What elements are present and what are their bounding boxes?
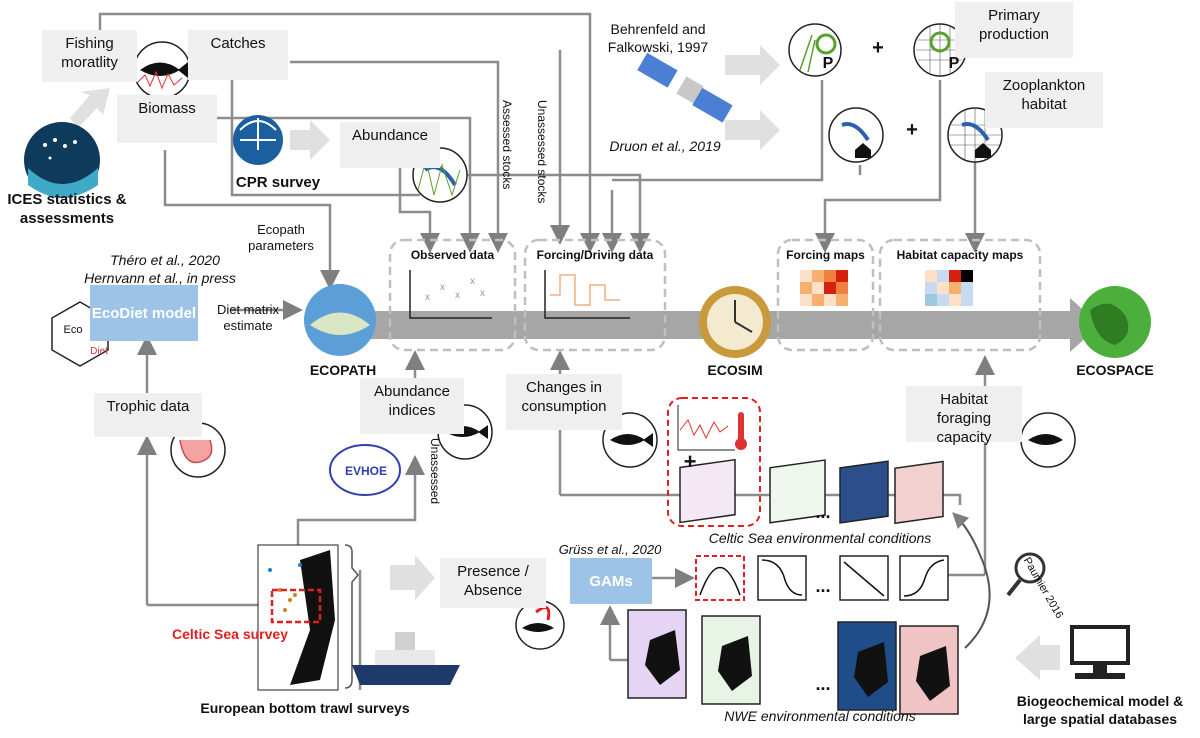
biogeo-arrow bbox=[1015, 635, 1060, 680]
satellite-icon bbox=[637, 52, 733, 123]
habitat-maps-title: Habitat capacity maps bbox=[896, 248, 1024, 262]
ecopath-params-label: Ecopath parameters bbox=[248, 222, 314, 253]
trophic-data-label: Trophic data bbox=[94, 393, 202, 437]
temperature-chart bbox=[677, 405, 747, 451]
european-surveys-label: European bottom trawl surveys bbox=[200, 700, 410, 716]
diet-matrix-label: Diet matrix estimate bbox=[216, 302, 280, 333]
forcing-maps-title: Forcing maps bbox=[786, 248, 865, 262]
druon-arrow bbox=[725, 110, 780, 150]
ices-label: ICES statistics & assessments bbox=[7, 191, 127, 227]
primary-production-label: Primary production bbox=[955, 2, 1073, 58]
presence-arrow bbox=[390, 555, 435, 600]
forcing-data-box bbox=[523, 238, 667, 352]
celtic-survey-label: Celtic Sea survey bbox=[172, 626, 288, 642]
evhoe-text: EVHOE bbox=[344, 464, 387, 478]
presence-absence-label: Presence / Absence bbox=[440, 558, 546, 608]
druon-label: Druon et al., 2019 bbox=[609, 138, 721, 154]
assessed-stocks-label: Assessed stocks bbox=[500, 100, 514, 190]
fishing-mortality-label: Fishing moratlity bbox=[42, 30, 137, 82]
changes-consumption-label: Changes in consumption bbox=[506, 374, 622, 430]
plus-sign-2: + bbox=[906, 119, 918, 141]
forcing-data-title: Forcing/Driving data bbox=[536, 248, 654, 262]
habitat-maps-heatmap bbox=[925, 270, 973, 306]
observed-data-title: Observed data bbox=[410, 248, 495, 262]
svg-text:x: x bbox=[440, 282, 445, 293]
survey-bracket bbox=[344, 544, 359, 689]
p-letter-2: P bbox=[948, 55, 960, 72]
abundance-indices-label: Abundance indices bbox=[360, 378, 464, 434]
nwe-maps-row bbox=[627, 609, 959, 715]
biomass-label: Biomass bbox=[117, 95, 217, 143]
celtic-red-box bbox=[667, 397, 761, 527]
catches-label: Catches bbox=[188, 30, 288, 80]
celtic-env-label: Celtic Sea environmental conditions bbox=[708, 530, 932, 546]
forcing-maps-heatmap bbox=[800, 270, 848, 306]
research-vessel-icon bbox=[352, 632, 460, 685]
zooplankton-habitat-label: Zooplankton habitat bbox=[985, 72, 1103, 128]
habitat-maps-box bbox=[878, 238, 1042, 352]
paumier-curve-arrow bbox=[952, 512, 991, 649]
observed-data-box bbox=[388, 238, 517, 352]
zooplankton-icon-1 bbox=[828, 107, 884, 163]
gams-box: GAMs bbox=[570, 558, 652, 604]
ellipsis-3: ... bbox=[815, 674, 831, 694]
svg-text:x: x bbox=[425, 292, 430, 303]
gruss-label: Grüss et al., 2020 bbox=[558, 542, 662, 557]
thero-label: Théro et al., 2020 bbox=[110, 252, 220, 268]
forcing-data-chart bbox=[544, 270, 630, 319]
ices-logo-wave bbox=[28, 168, 98, 198]
celtic-maps-row bbox=[679, 458, 944, 525]
cpr-label: CPR survey bbox=[235, 174, 321, 191]
ecopath-label: ECOPATH bbox=[309, 362, 377, 378]
hernvann-label: Hernvann et al., in press bbox=[84, 270, 236, 286]
ellipsis-1: ... bbox=[815, 502, 831, 522]
svg-text:x: x bbox=[455, 290, 460, 301]
diet-hex-text: Diet bbox=[90, 346, 108, 357]
ecospace-label: ECOSPACE bbox=[1076, 362, 1154, 378]
plus-sign-3: + bbox=[683, 449, 697, 474]
biogeo-label: Biogeochemical model & large spatial dat… bbox=[1016, 693, 1184, 727]
habitat-foraging-label: Habitat foraging capacity bbox=[906, 386, 1022, 446]
forcing-maps-box bbox=[776, 238, 875, 352]
abundance-label: Abundance bbox=[340, 122, 440, 168]
ices-arrow bbox=[70, 88, 110, 128]
ecodiet-model-box: EcoDiet model bbox=[90, 285, 198, 341]
ecosim-label: ECOSIM bbox=[707, 362, 763, 378]
plus-sign-1: + bbox=[872, 37, 884, 59]
eco-hex-text: Eco bbox=[63, 324, 83, 336]
unassessed-label: Unassessed bbox=[428, 438, 442, 505]
behrenfeld-arrow bbox=[725, 45, 780, 85]
gam-curves bbox=[695, 555, 949, 601]
celtic-survey-zone bbox=[270, 588, 322, 624]
behrenfeld-label: Behrenfeld and Falkowski, 1997 bbox=[607, 21, 709, 55]
ellipsis-2: ... bbox=[815, 576, 831, 596]
evhoe-logo bbox=[329, 444, 401, 496]
svg-text:x: x bbox=[480, 288, 485, 299]
svg-text:x: x bbox=[470, 276, 475, 287]
nwe-env-label: NWE environmental conditions bbox=[724, 708, 916, 724]
magnifier-icon bbox=[1014, 552, 1046, 584]
p-letter-1: P bbox=[822, 55, 834, 72]
cpr-arrow bbox=[290, 120, 330, 160]
unassessed-stocks-label: Unassessed stocks bbox=[535, 100, 549, 204]
